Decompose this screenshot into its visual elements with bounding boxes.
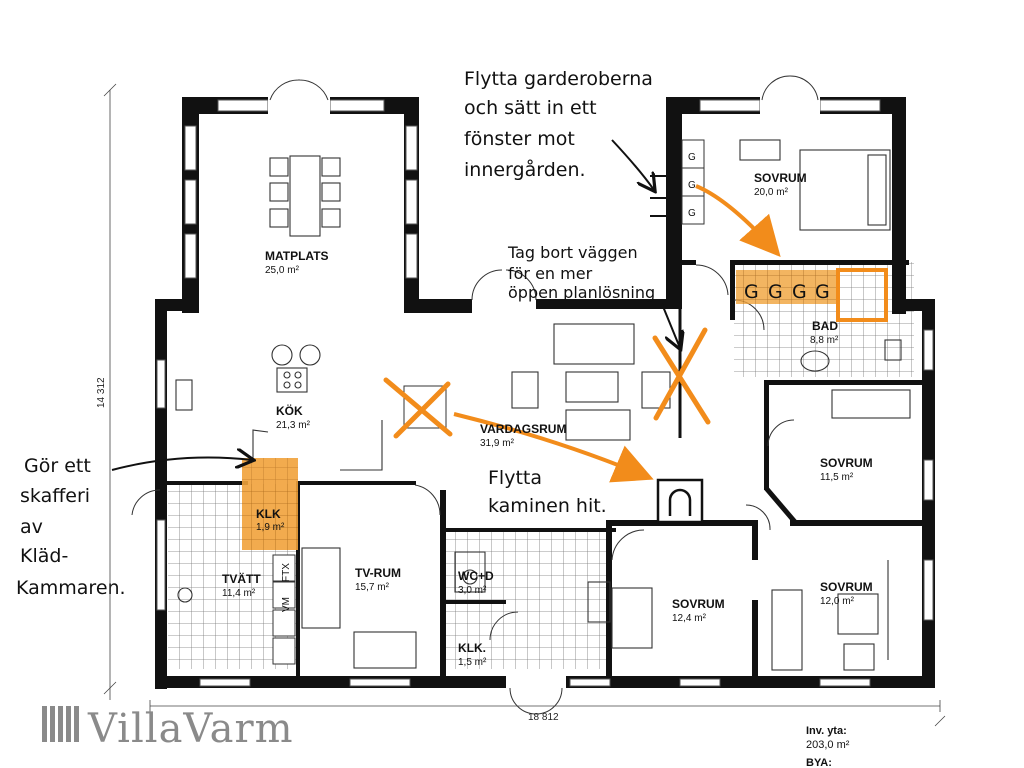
arrow-fireplace-move	[453, 412, 654, 483]
arrow-wardrobe-move	[695, 184, 781, 257]
windows	[156, 99, 934, 687]
svg-text:fönster mot: fönster mot	[464, 128, 575, 150]
svg-text:för en mer: för en mer	[508, 264, 593, 283]
fireplace-new	[656, 478, 704, 524]
svg-text:kaminen hit.: kaminen hit.	[488, 495, 607, 517]
bath-marks: G G G G	[744, 281, 830, 303]
svg-text:Tag bort väggen: Tag bort väggen	[507, 243, 638, 262]
ftx-label: FTX	[281, 563, 292, 582]
logo-text: VillaVarm	[87, 706, 294, 752]
note-arrows	[111, 139, 680, 471]
room-area-wcd: 3,0 m²	[458, 585, 487, 596]
room-area-matplats: 25,0 m²	[265, 265, 300, 276]
svg-text:Flytta garderoberna: Flytta garderoberna	[464, 68, 653, 90]
cross-old-fireplace	[383, 377, 453, 439]
room-area-sovrum-e: 11,5 m²	[820, 472, 854, 483]
arrow-to-klk	[111, 458, 252, 471]
room-label-kok: KÖK	[276, 403, 303, 418]
furniture	[175, 139, 911, 671]
note-wardrobe: Flytta garderoberna och sätt in ett föns…	[464, 68, 653, 181]
note-wall: Tag bort väggen för en mer öppen planlös…	[507, 243, 655, 302]
room-label-sovrum-s: SOVRUM	[672, 597, 725, 611]
dimension-lines	[103, 83, 946, 727]
bath-wardrobe-highlight	[736, 270, 836, 304]
room-area-sovrum-se: 12,0 m²	[820, 596, 855, 607]
room-area-bad: 8,8 m²	[810, 335, 839, 346]
note-fireplace: Flytta kaminen hit.	[488, 467, 607, 517]
room-area-tvrum: 15,7 m²	[355, 582, 390, 593]
svg-text:G: G	[768, 281, 783, 303]
svg-text:G: G	[688, 208, 696, 219]
inv-value: 203,0 m²	[806, 739, 850, 751]
wm-label: VM	[281, 597, 292, 612]
diagonal-wall	[764, 486, 797, 524]
arrow-to-wall	[661, 303, 680, 348]
cross-wall	[652, 327, 711, 425]
room-label-bad: BAD	[812, 319, 838, 333]
room-label-klk-1: KLK	[256, 507, 281, 521]
room-area-vardagsrum: 31,9 m²	[480, 438, 515, 449]
klk-highlight	[242, 458, 298, 550]
svg-text:G: G	[688, 152, 696, 163]
svg-text:Kläd-: Kläd-	[20, 545, 68, 567]
room-labels: MATPLATS 25,0 m² KÖK 21,3 m² VARDAGSRUM …	[222, 171, 873, 668]
note-pantry: Gör ett skafferi av Kläd- Kammaren.	[16, 455, 126, 599]
villavarm-logo: VillaVarm	[42, 706, 294, 752]
svg-text:öppen planlösning: öppen planlösning	[508, 283, 655, 302]
svg-text:G: G	[815, 281, 830, 303]
room-label-sovrum-e: SOVRUM	[820, 456, 873, 470]
bath-outline-highlight	[836, 268, 888, 322]
doors	[131, 75, 820, 715]
svg-text:Gör ett: Gör ett	[24, 455, 91, 477]
fireplace-old	[403, 385, 447, 429]
inv-label: Inv. yta:	[806, 725, 847, 737]
room-label-sovrum-master: SOVRUM	[754, 171, 807, 185]
orange-annotations	[242, 184, 888, 550]
svg-text:och sätt in ett: och sätt in ett	[464, 97, 597, 119]
room-area-sovrum-s: 12,4 m²	[672, 613, 707, 624]
room-label-klk-2: KLK.	[458, 641, 486, 655]
arrow-to-wardrobe	[611, 139, 654, 190]
room-area-tvatt: 11,4 m²	[222, 588, 256, 599]
svg-text:G: G	[792, 281, 807, 303]
svg-text:skafferi: skafferi	[20, 485, 90, 507]
room-label-sovrum-se: SOVRUM	[820, 580, 873, 594]
svg-text:av: av	[20, 516, 43, 538]
svg-text:G: G	[744, 281, 759, 303]
svg-text:Kammaren.: Kammaren.	[16, 577, 126, 599]
room-area-sovrum-master: 20,0 m²	[754, 187, 789, 198]
bya-label: BYA:	[806, 757, 832, 768]
wardrobe-marks: G G G	[688, 152, 696, 219]
dimension-width: 18 812	[528, 712, 559, 723]
room-label-matplats: MATPLATS	[265, 249, 329, 263]
area-info: Inv. yta: 203,0 m² BYA:	[806, 725, 850, 768]
room-area-klk-2: 1,5 m²	[458, 657, 487, 668]
room-label-tvrum: TV-RUM	[355, 566, 401, 580]
room-area-kok: 21,3 m²	[276, 420, 311, 431]
room-label-wcd: WC+D	[458, 569, 494, 583]
svg-text:G: G	[688, 180, 696, 191]
room-label-tvatt: TVÄTT	[222, 571, 261, 586]
svg-text:innergården.: innergården.	[464, 158, 586, 181]
svg-text:Flytta: Flytta	[488, 467, 542, 489]
room-area-klk-1: 1,9 m²	[256, 522, 285, 533]
dimension-height: 14 312	[96, 377, 107, 408]
room-label-vardagsrum: VARDAGSRUM	[480, 422, 566, 436]
